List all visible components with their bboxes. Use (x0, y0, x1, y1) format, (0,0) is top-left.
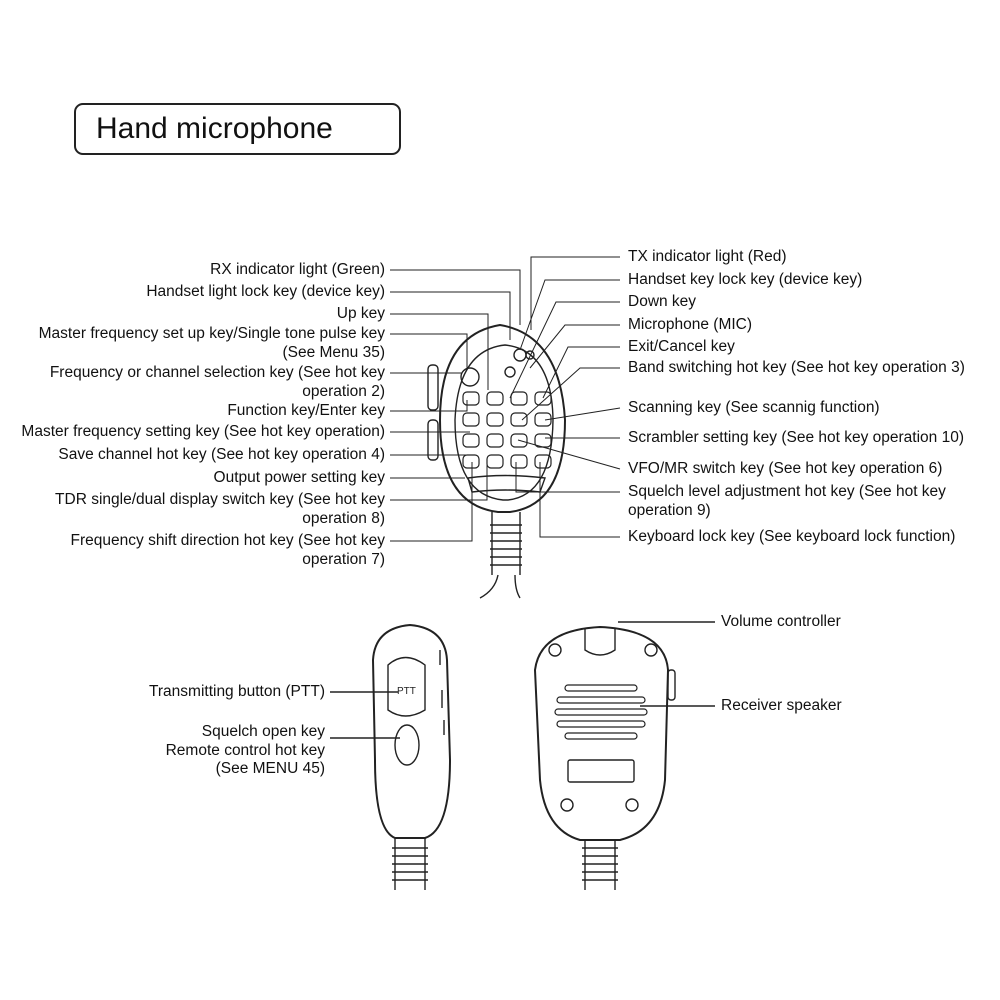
title-box: Hand microphone (74, 103, 401, 155)
label-freq-channel-select: Frequency or channel selection key (See … (50, 364, 385, 401)
label-text: Handset light lock key (device key) (146, 283, 385, 300)
label-text: Keyboard lock key (See keyboard lock fun… (628, 528, 956, 545)
label-text: Output power setting key (213, 469, 385, 486)
label-save-channel: Save channel hot key (See hot key operat… (58, 446, 385, 465)
label-up-key: Up key (337, 305, 385, 324)
label-handset-key-lock: Handset key lock key (device key) (628, 271, 862, 290)
label-volume: Volume controller (721, 613, 841, 632)
label-text: Frequency shift direction hot key (See h… (70, 532, 385, 549)
label-handset-light-lock: Handset light lock key (device key) (146, 283, 385, 302)
label-text: Scrambler setting key (See hot key opera… (628, 429, 965, 446)
label-master-freq-setting: Master frequency setting key (See hot ke… (21, 423, 385, 442)
label-squelch-level: Squelch level adjustment hot key (See ho… (628, 483, 946, 520)
keypad (462, 391, 552, 469)
label-master-freq-setup: Master frequency set up key/Single tone … (39, 325, 385, 362)
label-text: (See Menu 35) (282, 343, 385, 361)
label-freq-shift: Frequency shift direction hot key (See h… (71, 532, 385, 569)
label-ptt: Transmitting button (PTT) (149, 683, 325, 702)
label-text: VFO/MR switch key (See hot key operation… (628, 460, 943, 477)
label-text: Frequency or channel selection key (See … (49, 364, 385, 381)
back-microphone (533, 621, 715, 890)
label-scanning-key: Scanning key (See scannig function) (628, 399, 880, 418)
page-title: Hand microphone (96, 112, 333, 145)
label-text: Master frequency setting key (See hot ke… (21, 423, 385, 440)
side-microphone: PTT (330, 623, 452, 890)
front-microphone (427, 323, 567, 599)
label-scrambler: Scrambler setting key (See hot key opera… (628, 429, 964, 448)
ptt-text: PTT (397, 686, 416, 697)
label-text: operation 9) (628, 501, 711, 519)
speaker-grille (554, 684, 648, 740)
label-down-key: Down key (628, 293, 696, 312)
label-text: Up key (336, 305, 385, 322)
label-exit-cancel: Exit/Cancel key (628, 338, 735, 357)
label-text: Function key/Enter key (227, 402, 385, 419)
label-text: Master frequency set up key/Single tone … (38, 325, 385, 342)
label-text: TDR single/dual display switch key (See … (55, 491, 385, 508)
label-text: Transmitting button (PTT) (148, 683, 325, 700)
left-leader-lines (390, 269, 521, 542)
label-speaker: Receiver speaker (721, 697, 842, 716)
label-text: Remote control hot key (165, 741, 325, 759)
label-rx-indicator: RX indicator light (Green) (210, 261, 385, 280)
label-microphone: Microphone (MIC) (628, 316, 752, 335)
label-text: Squelch open key (201, 723, 325, 740)
label-function-key: Function key/Enter key (227, 402, 385, 421)
label-text: Volume controller (721, 613, 841, 630)
label-text: Band switching hot key (See hot key oper… (628, 359, 965, 376)
label-text: Exit/Cancel key (628, 338, 735, 355)
label-text: Scanning key (See scannig function) (628, 399, 880, 416)
label-vfo-mr: VFO/MR switch key (See hot key operation… (628, 460, 942, 479)
label-output-power: Output power setting key (214, 469, 385, 488)
label-tdr-switch: TDR single/dual display switch key (See … (55, 491, 385, 528)
label-text: Save channel hot key (See hot key operat… (58, 446, 385, 463)
label-text: Squelch level adjustment hot key (See ho… (628, 483, 946, 500)
label-text: Down key (628, 293, 697, 310)
label-band-switching: Band switching hot key (See hot key oper… (628, 359, 965, 378)
label-text: TX indicator light (Red) (628, 248, 787, 265)
label-text: Microphone (MIC) (628, 316, 753, 333)
label-text: operation 8) (302, 509, 385, 527)
label-text: Handset key lock key (device key) (628, 271, 863, 288)
label-text: RX indicator light (Green) (210, 261, 385, 278)
label-text: operation 7) (302, 550, 385, 568)
label-text: operation 2) (302, 382, 385, 400)
label-keyboard-lock: Keyboard lock key (See keyboard lock fun… (628, 528, 955, 547)
label-tx-indicator: TX indicator light (Red) (628, 248, 787, 267)
label-text: (See MENU 45) (215, 760, 325, 777)
label-text: Receiver speaker (721, 697, 842, 714)
right-leader-lines (509, 256, 621, 538)
